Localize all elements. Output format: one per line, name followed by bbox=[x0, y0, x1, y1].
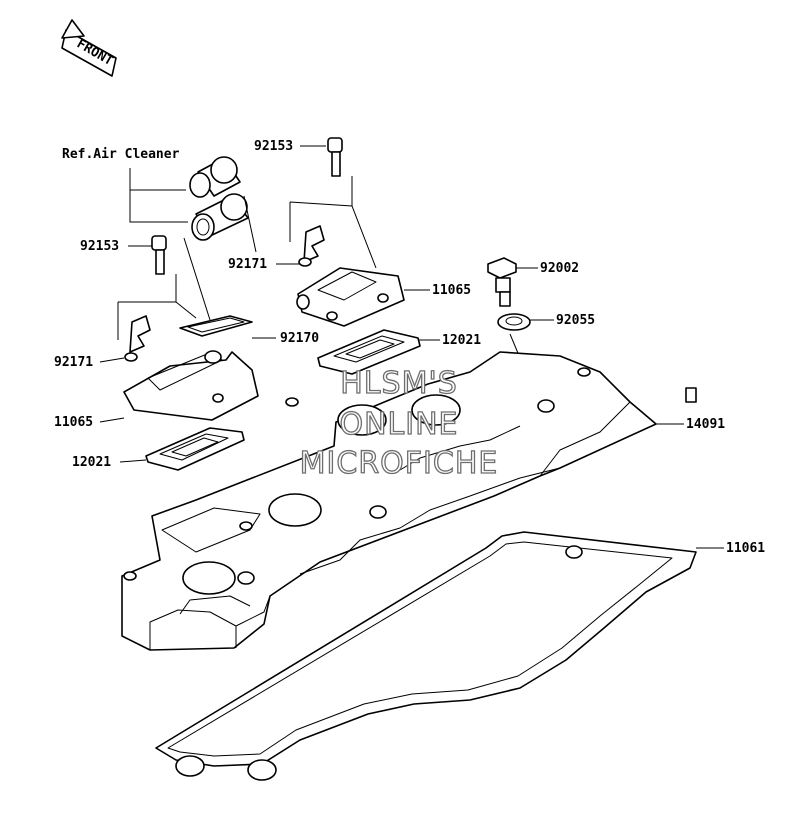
clip-92171-left bbox=[124, 315, 151, 362]
part-number[interactable]: 92153 bbox=[254, 139, 293, 154]
part-number[interactable]: 11061 bbox=[726, 541, 765, 556]
air-pipe-lower bbox=[191, 193, 249, 241]
clip-92171-upper bbox=[298, 225, 325, 267]
part-number[interactable]: 92153 bbox=[80, 239, 119, 254]
watermark-line-3: MICROFICHE bbox=[300, 446, 499, 481]
cylinder-head-cover-14091 bbox=[121, 351, 697, 651]
watermark-line-1: HLSM'S bbox=[340, 366, 458, 401]
washer-92055 bbox=[497, 313, 531, 331]
bolt-92153-left bbox=[151, 235, 167, 275]
reed-valve-cover-upper bbox=[296, 267, 405, 327]
part-number[interactable]: 92171 bbox=[228, 257, 267, 272]
part-number[interactable]: 92055 bbox=[556, 313, 595, 328]
gasket-92170 bbox=[179, 315, 253, 337]
ref-air-cleaner-label: Ref.Air Cleaner bbox=[62, 147, 180, 162]
part-number[interactable]: 12021 bbox=[442, 333, 481, 348]
bolt-92153-upper bbox=[327, 137, 343, 177]
watermark-line-2: ONLINE bbox=[339, 407, 458, 442]
part-number[interactable]: 92171 bbox=[54, 355, 93, 370]
bolt-92002 bbox=[487, 257, 517, 307]
part-number[interactable]: 92002 bbox=[540, 261, 579, 276]
part-number[interactable]: 14091 bbox=[686, 417, 725, 432]
reed-valve-12021-left bbox=[145, 427, 245, 471]
part-number[interactable]: 11065 bbox=[432, 283, 471, 298]
reed-valve-cover-left bbox=[123, 350, 299, 421]
reed-valve-12021-upper bbox=[317, 329, 421, 375]
part-number[interactable]: 12021 bbox=[72, 455, 111, 470]
front-arrow-icon: FRONT bbox=[61, 19, 117, 77]
part-number[interactable]: 11065 bbox=[54, 415, 93, 430]
part-number[interactable]: 92170 bbox=[280, 331, 319, 346]
head-cover-gasket-11061 bbox=[155, 531, 697, 781]
air-pipe-upper bbox=[189, 156, 241, 198]
